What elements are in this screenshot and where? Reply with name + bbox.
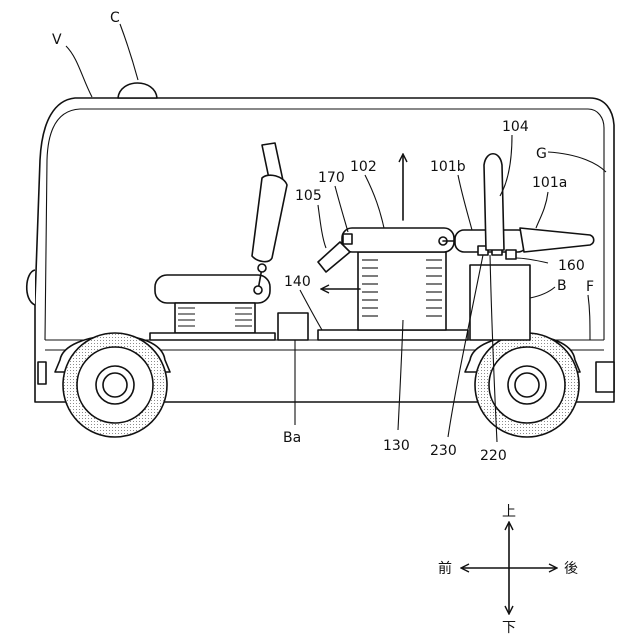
flap-105 [318, 242, 350, 272]
front-wheel [55, 333, 170, 437]
direction-up: 上 [502, 504, 516, 520]
label-102: 102 [350, 159, 377, 175]
camera-c [118, 83, 157, 98]
direction-compass: 上 下 前 後 [438, 504, 578, 636]
direction-rear: 後 [564, 561, 578, 577]
label-220: 220 [480, 448, 507, 464]
left-seat [150, 143, 287, 340]
label-230: 230 [430, 443, 457, 459]
label-f: F [586, 279, 594, 295]
lift-130 [358, 252, 446, 330]
label-104: 104 [502, 119, 529, 135]
rear-wheel [465, 333, 580, 437]
direction-front: 前 [438, 560, 452, 577]
rail-140 [318, 330, 468, 340]
battery-ba [278, 313, 308, 340]
label-130: 130 [383, 438, 410, 454]
label-ba: Ba [283, 430, 301, 446]
direction-down: 下 [502, 620, 516, 636]
label-160: 160 [558, 258, 585, 274]
label-140: 140 [284, 274, 311, 290]
backrest-104 [484, 154, 504, 250]
label-b: B [557, 278, 567, 294]
label-g: G [536, 146, 547, 162]
label-101a: 101a [532, 175, 567, 191]
label-101b: 101b [430, 159, 466, 175]
seat-101a [520, 228, 594, 252]
seat-102 [342, 228, 470, 252]
label-v: V [52, 32, 62, 48]
label-c: C [110, 10, 120, 26]
label-105: 105 [295, 188, 322, 204]
label-170: 170 [318, 170, 345, 186]
